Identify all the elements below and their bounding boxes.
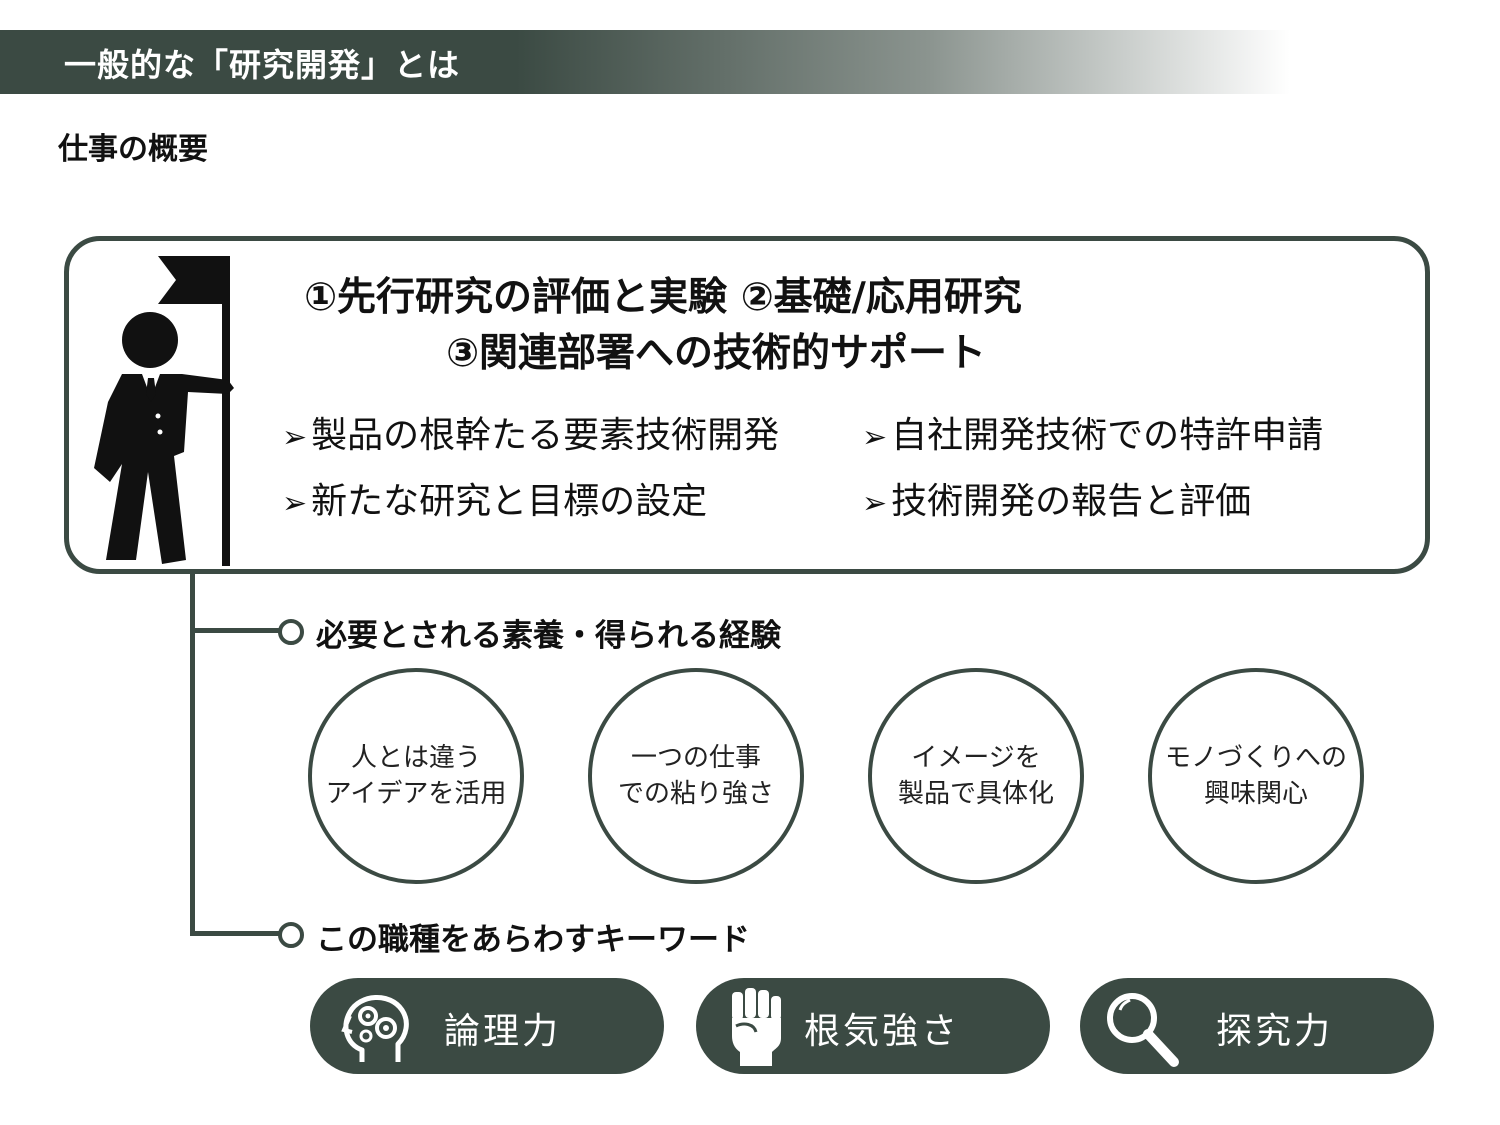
bullet-arrow-icon: ➢ [282,420,308,455]
person-with-flag-icon [94,256,234,566]
head-gears-icon [341,995,409,1062]
branch-node [278,922,304,948]
skill-text: モノづくりへの [1164,743,1347,773]
overview-headline-1: ①先行研究の評価と実験 ②基礎/応用研究 [304,275,1022,320]
keyword-label: 探究力 [1216,1011,1334,1052]
keyword-pill-logic: 論理力 [310,978,664,1074]
bullet-text: 新たな研究と目標の設定 [311,481,708,522]
skills-title: 必要とされる素養・得られる経験 [316,618,781,654]
keyword-pill-inquiry: 探究力 [1080,978,1434,1074]
bullet-text: 技術開発の報告と評価 [891,481,1252,522]
bullet-arrow-icon: ➢ [862,420,888,455]
bullet-text: 自社開発技術での特許申請 [891,415,1324,456]
overview-bullet: ➢製品の根幹たる要素技術開発 [282,406,779,458]
skill-text: 一つの仕事 [630,743,761,773]
skill-circle: モノづくりへの興味関心 [1148,668,1364,884]
keyword-pill-persistence: 根気強さ [696,978,1050,1074]
magnifier-icon [1107,993,1179,1067]
bullet-text: 製品の根幹たる要素技術開発 [311,415,780,456]
overview-box [64,236,1430,574]
overview-bullet: ➢自社開発技術での特許申請 [862,406,1323,458]
bullet-arrow-icon: ➢ [282,486,308,521]
connector-line-vertical [190,574,195,936]
overview-bullet: ➢新たな研究と目標の設定 [282,472,707,524]
keywords-title: この職種をあらわすキーワード [316,922,750,958]
branch-node [278,619,304,645]
overview-headline-2: ③関連部署への技術的サポート [446,331,987,376]
skill-text: アイデアを活用 [325,779,507,809]
raised-fist-icon [732,988,781,1066]
section-title: 仕事の概要 [58,132,208,167]
page-title: 一般的な「研究開発」とは [64,46,461,84]
skill-text: での粘り強さ [617,779,774,809]
skill-text: 興味関心 [1203,779,1308,809]
skill-text: イメージを [911,743,1041,773]
bullet-arrow-icon: ➢ [862,486,888,521]
connector-line-branch [190,931,280,936]
header-bar [0,30,1290,94]
keyword-label: 論理力 [444,1011,562,1052]
skill-text: 人とは違う [350,743,481,773]
skill-circle: 一つの仕事での粘り強さ [588,668,804,884]
overview-bullet: ➢技術開発の報告と評価 [862,472,1251,524]
keyword-label: 根気強さ [804,1011,961,1052]
skill-circle: イメージを製品で具体化 [868,668,1084,884]
skill-circle: 人とは違うアイデアを活用 [308,668,524,884]
connector-line-branch [190,628,280,633]
skill-text: 製品で具体化 [897,779,1054,809]
